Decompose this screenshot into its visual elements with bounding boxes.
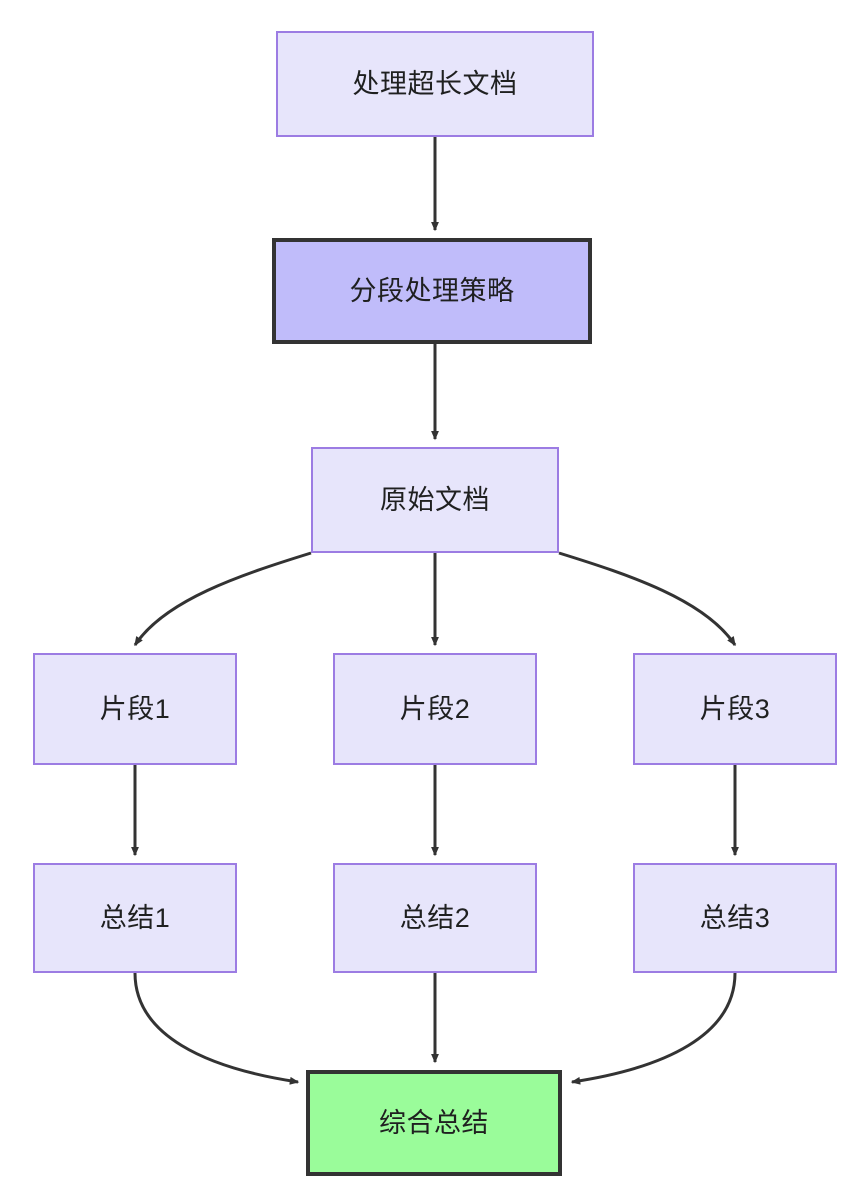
node-n6[interactable]: 片段3 [633, 653, 837, 765]
edge-n9-to-n10 [570, 972, 737, 1085]
node-label: 片段2 [399, 693, 471, 724]
node-n3[interactable]: 原始文档 [311, 447, 559, 553]
node-n5[interactable]: 片段2 [333, 653, 537, 765]
node-label: 综合总结 [379, 1107, 489, 1138]
node-label: 片段3 [699, 693, 771, 724]
node-label: 原始文档 [380, 484, 490, 515]
node-n10[interactable]: 综合总结 [306, 1070, 562, 1176]
node-label: 总结3 [699, 902, 771, 933]
node-label: 分段处理策略 [349, 275, 515, 306]
edge-n7-to-n10 [133, 972, 300, 1085]
node-label: 处理超长文档 [352, 68, 518, 99]
node-label: 总结2 [399, 902, 471, 933]
node-label: 片段1 [99, 693, 171, 724]
node-n9[interactable]: 总结3 [633, 863, 837, 973]
node-n7[interactable]: 总结1 [33, 863, 237, 973]
edge-n3-to-n4 [133, 551, 312, 647]
node-n4[interactable]: 片段1 [33, 653, 237, 765]
node-label: 总结1 [99, 902, 171, 933]
node-n2[interactable]: 分段处理策略 [272, 238, 592, 344]
node-n1[interactable]: 处理超长文档 [276, 31, 594, 137]
node-n8[interactable]: 总结2 [333, 863, 537, 973]
edge-n3-to-n6 [558, 551, 737, 647]
